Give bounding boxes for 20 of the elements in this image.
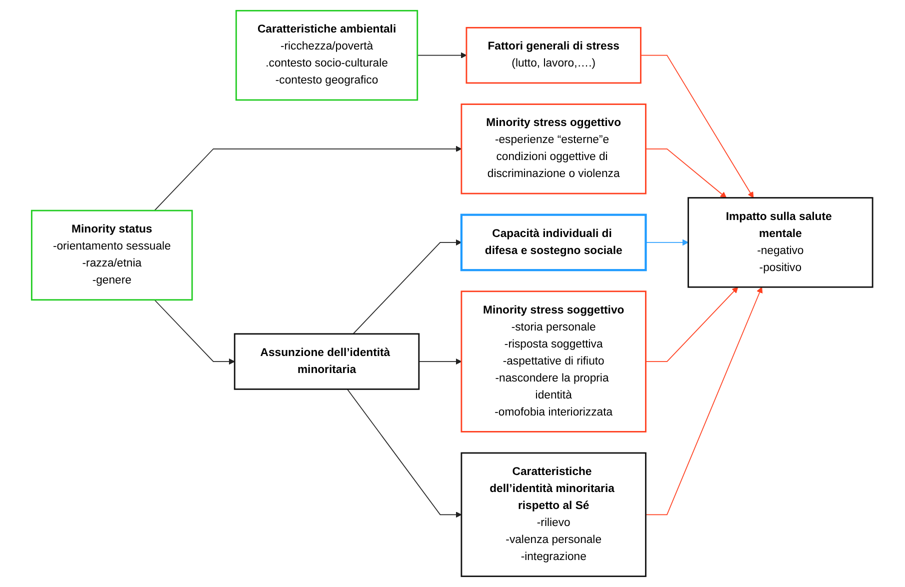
arrow xyxy=(646,239,689,246)
arrow xyxy=(646,286,763,516)
arrow xyxy=(347,388,462,518)
node-box: Caratteristiche dell’identità minoritaria rispetto al Sé -rilievo -valenza personale -integrazione xyxy=(461,452,647,578)
arrow xyxy=(154,146,462,211)
arrow xyxy=(417,52,468,58)
arrow xyxy=(640,54,754,198)
node-box: Fattori generali di stress (lutto, lavoro,….) xyxy=(466,26,642,84)
node-box: Assunzione dell’identità minoritaria xyxy=(234,333,420,390)
node-box: Minority status -orientamento sessuale -razza/etnia -genere xyxy=(31,210,194,301)
arrow xyxy=(418,358,462,365)
arrow xyxy=(154,299,236,365)
arrow xyxy=(646,148,727,198)
node-box: Capacità individuali di difesa e sostegno sociale xyxy=(460,214,648,272)
node-box: Minority stress oggettivo -esperienze “esterne”e condizioni oggettive di discriminazione o violenza xyxy=(461,104,647,194)
arrow xyxy=(353,239,462,334)
node-box: Caratteristiche ambientali -ricchezza/povertà .contesto socio-culturale -contesto geografico xyxy=(236,10,418,101)
node-box: Minority stress soggettivo -storia personale -risposta soggettiva -aspettative di rifiuto -nascondere la propria identità -omofobia interiorizzata xyxy=(461,290,647,432)
node-box: Impatto sulla salute mentale -negativo -positivo xyxy=(688,197,874,288)
arrow xyxy=(646,286,739,362)
